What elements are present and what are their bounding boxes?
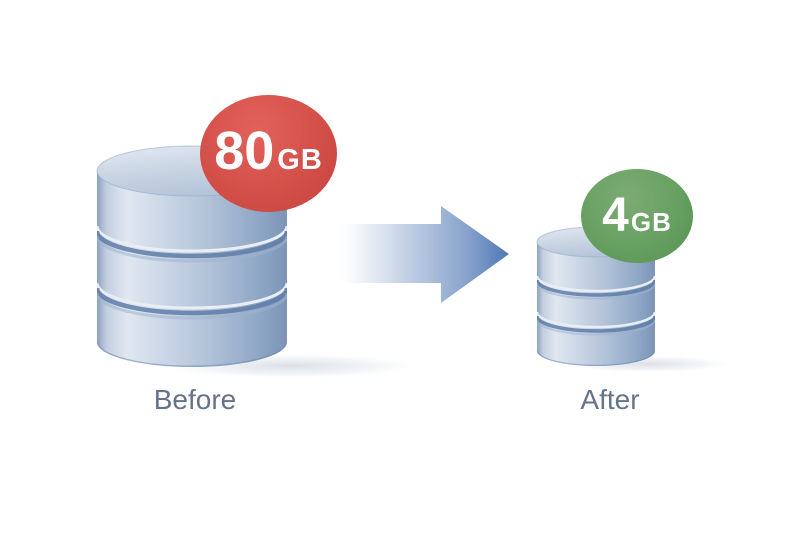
label-before: Before	[153, 384, 237, 415]
database-grooves	[537, 275, 655, 366]
database-grooves	[97, 225, 287, 367]
badge-after-unit: GB	[630, 207, 672, 237]
label-after: After	[580, 384, 640, 415]
badge-before-unit: GB	[277, 144, 323, 176]
right-arrow-icon	[333, 206, 509, 303]
badge-before-value: 80	[214, 121, 275, 181]
database-body	[537, 242, 655, 366]
badge-after-value: 4	[602, 189, 629, 242]
database-body	[97, 171, 287, 367]
